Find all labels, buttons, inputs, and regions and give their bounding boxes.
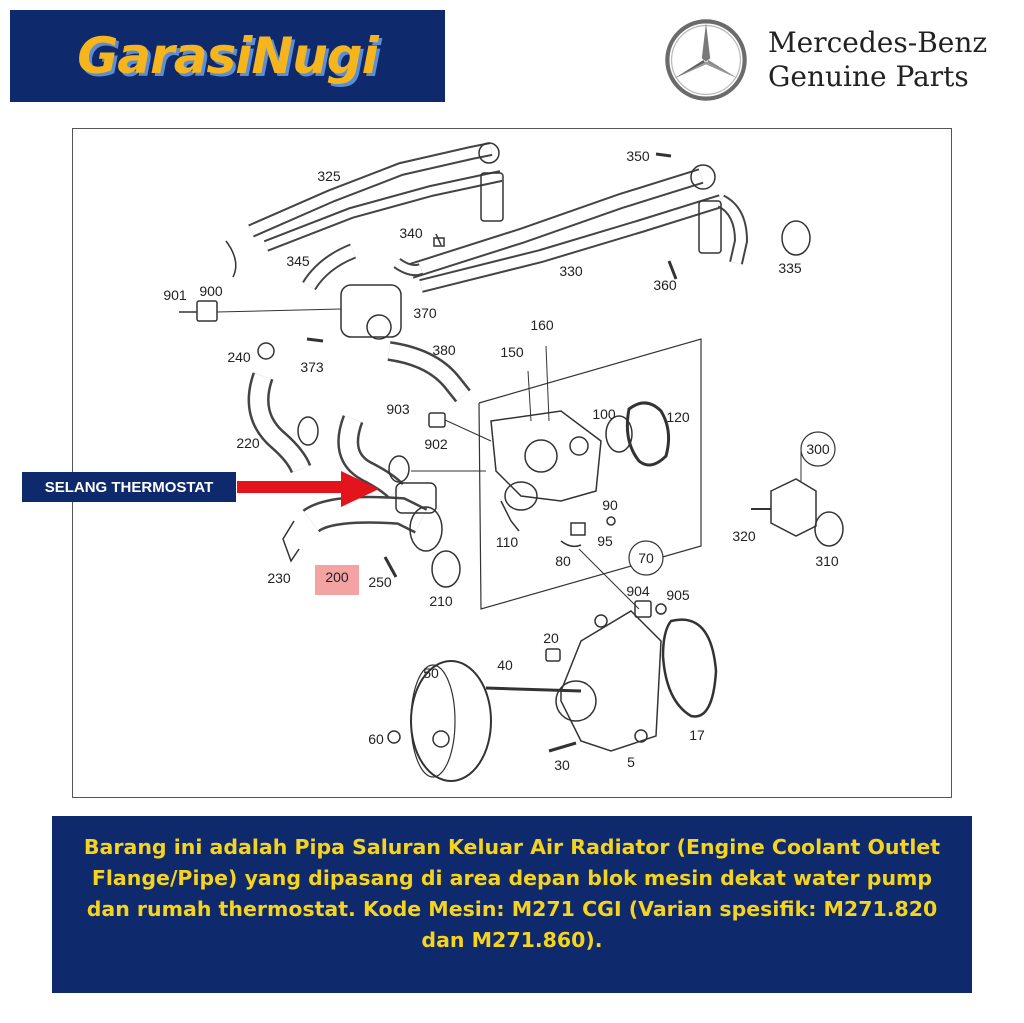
description-box: Barang ini adalah Pipa Saluran Keluar Ai… [52, 816, 972, 993]
part-labels: 325 340 345 350 335 330 360 901 900 370 373 240 380 1… [163, 148, 839, 773]
part-number-20: 20 [543, 630, 559, 646]
part-number-120: 120 [666, 409, 690, 425]
brand-subtitle: Genuine Parts [768, 60, 969, 93]
part-number-30: 30 [554, 757, 570, 773]
part-number-373: 373 [300, 359, 324, 375]
callout-label: SELANG THERMOSTAT [22, 472, 236, 502]
part-number-300: 300 [806, 441, 830, 457]
part-number-340: 340 [399, 225, 423, 241]
part-number-903: 903 [386, 401, 410, 417]
part-number-80: 80 [555, 553, 571, 569]
part-number-345: 345 [286, 253, 310, 269]
parts-diagram: 325 340 345 350 335 330 360 901 900 370 373 240 380 1… [72, 128, 952, 798]
part-number-370: 370 [413, 305, 437, 321]
callout-arrow [237, 471, 379, 507]
brand-block: Mercedes-Benz Genuine Parts [664, 14, 1014, 104]
mercedes-star-icon [665, 19, 747, 101]
part-number-210: 210 [429, 593, 453, 609]
shop-logo: GarasiNugi [10, 10, 445, 102]
part-number-320: 320 [732, 528, 756, 544]
highlight-200 [315, 565, 359, 595]
part-number-60: 60 [368, 731, 384, 747]
part-number-904: 904 [626, 583, 650, 599]
part-number-220: 220 [236, 435, 260, 451]
brand-name: Mercedes-Benz [768, 26, 988, 59]
part-number-900: 900 [199, 283, 223, 299]
part-number-70: 70 [638, 550, 654, 566]
part-number-902: 902 [424, 436, 448, 452]
part-number-335: 335 [778, 260, 802, 276]
part-number-200: 200 [325, 569, 349, 585]
part-number-150: 150 [500, 344, 524, 360]
part-number-100: 100 [592, 406, 616, 422]
part-number-310: 310 [815, 553, 839, 569]
part-number-360: 360 [653, 277, 677, 293]
part-number-330: 330 [559, 263, 583, 279]
part-number-325: 325 [317, 168, 341, 184]
part-number-95: 95 [597, 533, 613, 549]
part-number-230: 230 [267, 570, 291, 586]
part-number-350: 350 [626, 148, 650, 164]
part-number-40: 40 [497, 657, 513, 673]
brand-text: Mercedes-Benz Genuine Parts [768, 26, 987, 94]
part-number-380: 380 [432, 342, 456, 358]
part-number-50: 50 [423, 665, 439, 681]
part-number-90: 90 [602, 497, 618, 513]
shop-logo-text: GarasiNugi [77, 27, 378, 85]
part-number-5: 5 [627, 754, 635, 770]
description-text: Barang ini adalah Pipa Saluran Keluar Ai… [83, 835, 941, 952]
part-number-160: 160 [530, 317, 554, 333]
part-number-110: 110 [496, 534, 519, 550]
parts-diagram-drawing: 325 340 345 350 335 330 360 901 900 370 373 240 380 1… [163, 142, 844, 782]
part-number-905: 905 [666, 587, 690, 603]
part-number-17: 17 [689, 727, 705, 743]
part-number-250: 250 [368, 574, 392, 590]
part-number-901: 901 [163, 287, 187, 303]
part-number-240: 240 [227, 349, 251, 365]
